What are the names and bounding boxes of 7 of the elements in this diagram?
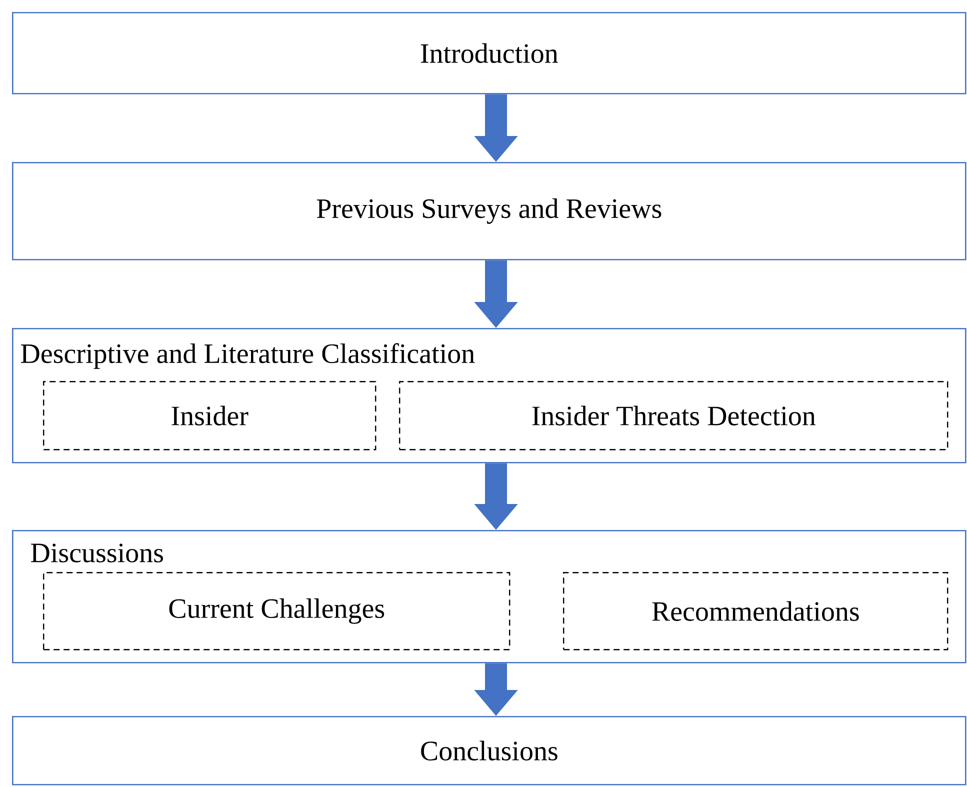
section-box: Previous Surveys and Reviews: [12, 162, 966, 260]
subsection-box: Insider: [43, 381, 376, 450]
subsection-box: Current Challenges: [43, 572, 510, 650]
subsection-box: Recommendations: [563, 572, 948, 650]
section-box: Conclusions: [12, 716, 966, 786]
section-box: Introduction: [12, 12, 966, 94]
subsection-box: Insider Threats Detection: [399, 381, 948, 450]
